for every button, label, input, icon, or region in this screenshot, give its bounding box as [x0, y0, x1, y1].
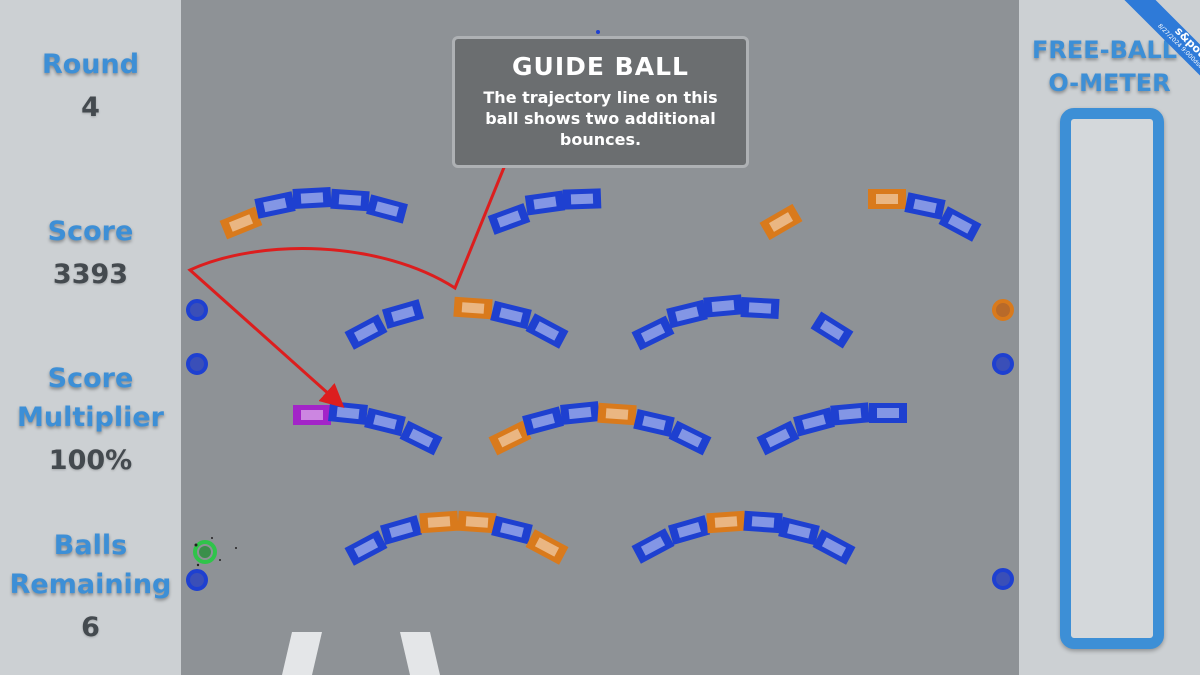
- blue-brick: [364, 407, 406, 437]
- purple-brick: [293, 405, 331, 425]
- guide-ball-icon[interactable]: [193, 537, 238, 567]
- blue-brick: [487, 203, 531, 235]
- blue-brick: [524, 190, 566, 216]
- blue-bumper-icon: [186, 299, 208, 321]
- orange-brick: [419, 510, 459, 534]
- round-value: 4: [81, 92, 100, 123]
- score-label: Score: [47, 216, 134, 247]
- multiplier-value: 100%: [48, 445, 133, 476]
- blue-brick: [666, 299, 708, 329]
- blue-brick: [381, 299, 425, 329]
- blue-brick: [830, 402, 870, 426]
- blue-brick: [668, 420, 712, 456]
- blue-brick: [667, 515, 711, 545]
- balls-label-line2: Remaining: [9, 569, 172, 600]
- blue-brick: [525, 313, 569, 349]
- blue-brick: [810, 311, 854, 349]
- blue-brick: [490, 300, 532, 330]
- blue-brick: [292, 187, 332, 209]
- orange-brick: [525, 529, 569, 565]
- balls-label-line1: Balls: [53, 530, 128, 561]
- tooltip-body: The trajectory line on this ball shows t…: [483, 88, 718, 149]
- blue-bumper-icon: [186, 569, 208, 591]
- blue-brick: [379, 515, 423, 545]
- blue-brick: [254, 191, 296, 219]
- free-ball-meter-panel: FREE-BALL- O-METER s&pot 8/27/2024 9:000…: [1019, 0, 1200, 675]
- meter-title-line1: FREE-BALL-: [1031, 36, 1188, 64]
- blue-brick: [740, 297, 780, 319]
- blue-brick: [344, 314, 388, 350]
- meter-title: FREE-BALL- O-METER: [1019, 34, 1200, 100]
- balls-value: 6: [81, 612, 100, 643]
- blue-brick: [703, 294, 743, 318]
- orange-brick: [597, 402, 637, 426]
- blue-brick: [344, 530, 388, 566]
- blue-brick: [560, 401, 600, 425]
- trajectory-line: [187, 164, 507, 408]
- round-label: Round: [41, 49, 140, 80]
- score-value: 3393: [52, 259, 129, 290]
- blue-brick: [366, 194, 408, 224]
- blue-brick: [633, 408, 675, 438]
- tooltip-title: GUIDE BALL: [512, 52, 689, 81]
- orange-brick: [453, 296, 493, 320]
- orange-brick: [219, 206, 263, 240]
- orange-brick: [488, 420, 532, 456]
- blue-brick: [330, 188, 370, 212]
- blue-brick: [491, 515, 533, 545]
- blue-brick: [904, 192, 946, 220]
- blue-brick: [743, 510, 783, 534]
- blue-bumper-icon: [992, 353, 1014, 375]
- free-ball-meter: [1060, 108, 1164, 649]
- orange-brick: [868, 189, 906, 209]
- multiplier-label-line1: Score: [47, 363, 134, 394]
- orange-bumper-icon: [992, 299, 1014, 321]
- blue-brick: [522, 406, 564, 436]
- orange-brick: [457, 510, 497, 534]
- hud-panel: Round 4 Score 3393 Score Multiplier 100%…: [0, 0, 181, 675]
- blue-brick: [399, 420, 443, 456]
- blue-brick: [938, 206, 982, 242]
- guide-ball-tooltip: GUIDE BALL The trajectory line on this b…: [452, 36, 749, 168]
- blue-brick: [631, 315, 675, 351]
- launch-lane-left: [282, 632, 322, 675]
- launcher-icon: [596, 30, 600, 34]
- blue-brick: [812, 529, 856, 565]
- blue-brick: [756, 420, 800, 456]
- meter-title-line2: O-METER: [1048, 69, 1171, 97]
- blue-brick: [562, 188, 602, 210]
- blue-brick: [793, 407, 835, 437]
- blue-bumper-icon: [992, 568, 1014, 590]
- orange-brick: [706, 510, 746, 534]
- blue-brick: [328, 401, 368, 425]
- blue-brick: [869, 403, 907, 423]
- multiplier-label-line2: Multiplier: [17, 402, 164, 433]
- blue-brick: [631, 528, 675, 564]
- orange-brick: [759, 203, 803, 241]
- launch-lane-right: [400, 632, 440, 675]
- blue-bumper-icon: [186, 353, 208, 375]
- blue-brick: [778, 516, 820, 546]
